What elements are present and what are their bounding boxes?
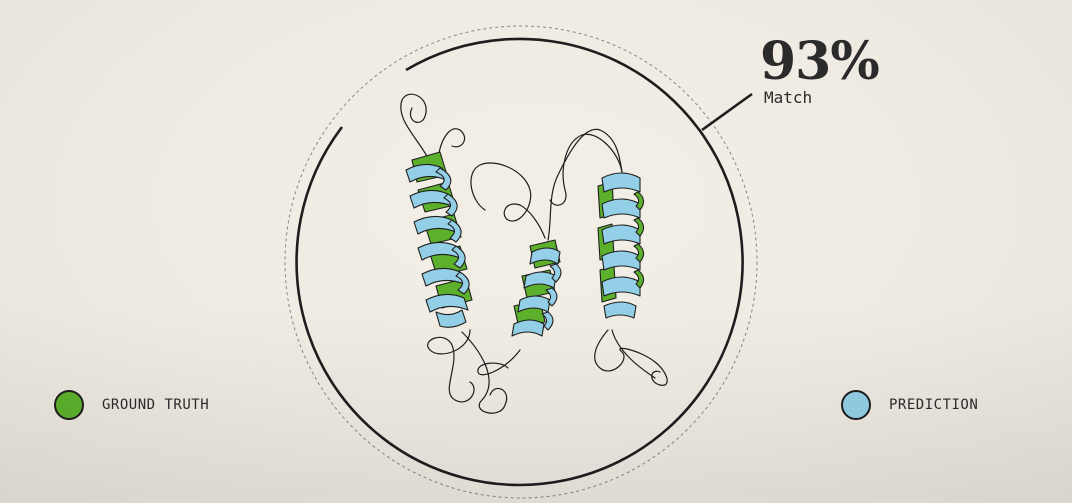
legend-ground-truth: GROUND TRUTH [54,390,209,420]
protein-loops [400,93,668,414]
helix-3 [597,172,645,319]
ground-truth-label: GROUND TRUTH [102,397,210,413]
helix-3-prediction-ribbon [601,172,641,319]
stat-leader-line [701,92,753,132]
legend-prediction: PREDICTION [841,390,978,420]
match-stat: 93% Match [760,31,880,108]
dashed-outer-ring [284,25,758,499]
helix-1-back-ribbon [435,167,470,295]
match-circle-arc [295,37,744,487]
prediction-label: PREDICTION [889,397,979,413]
prediction-swatch [841,390,871,420]
match-label: Match [764,88,813,107]
ground-truth-swatch [54,390,84,420]
helix-2 [511,239,562,337]
helix-2-prediction-ribbon [511,247,561,337]
helix-1 [405,151,473,328]
match-percentage: 93% [760,31,880,92]
